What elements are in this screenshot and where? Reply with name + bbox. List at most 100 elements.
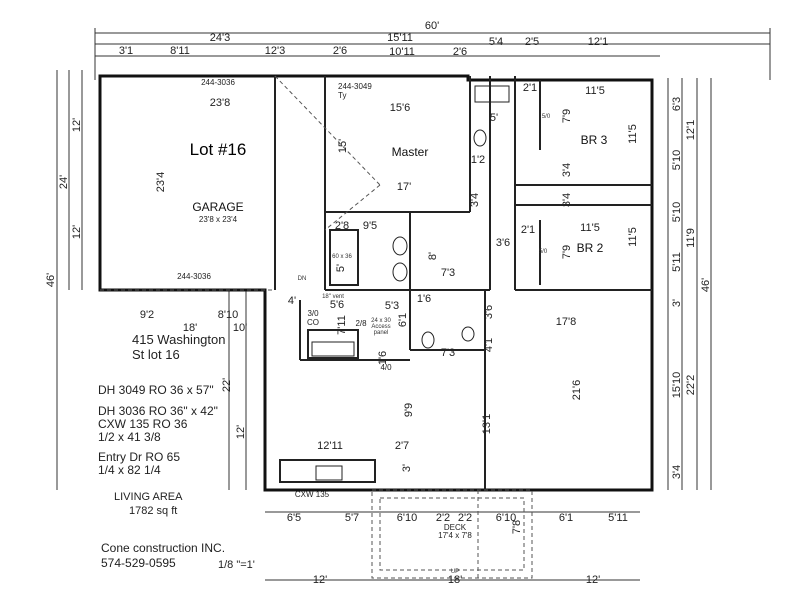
br2-width: 11'5 — [580, 222, 600, 234]
dim-top-4: 2'5 — [525, 36, 539, 48]
deck-outline — [371, 489, 533, 579]
bath-v2: 7'3 — [441, 267, 455, 279]
schedule-item: DH 3036 RO 36" x 42" — [98, 404, 218, 418]
br3-closet-w: 2'1 — [523, 82, 537, 94]
bath-dn: DN — [298, 276, 307, 282]
company-phone: 574-529-0595 — [101, 556, 176, 570]
deck-depth: 7'8 — [511, 520, 523, 534]
kitchen-width: 12'11 — [317, 440, 343, 452]
dim-left-a: 12' — [71, 118, 83, 132]
garage-depth: 23'4 — [155, 172, 167, 192]
main-k2: 13'1 — [481, 414, 493, 434]
main-depth: 21'6 — [571, 380, 583, 400]
util-h: 7'11 — [336, 315, 348, 335]
living-area-value: 1782 sq ft — [129, 505, 178, 517]
dim-right-10: 3'4 — [671, 465, 683, 479]
master-closet: 8' — [427, 252, 439, 260]
br2-c3: 3'4 — [561, 193, 573, 207]
dim-bottom-row2-1: 12' — [313, 574, 327, 586]
util-d: 1'6 — [417, 293, 431, 305]
kitchen-k3: 2'7 — [395, 440, 409, 452]
dim-row3-2: 8'11 — [170, 45, 190, 57]
br3-closet: 5/0 — [542, 114, 551, 120]
main-cxw: CXW 135 — [295, 490, 330, 499]
kitchen-k4: 3' — [401, 464, 413, 472]
br3-c3: 3'4 — [561, 163, 573, 177]
bath-v3: 3'6 — [496, 237, 510, 249]
dim-right-5: 11'9 — [685, 228, 697, 248]
util-q: 7'3 — [441, 347, 455, 359]
dim-bottom-4: 2'2 — [436, 512, 450, 524]
dim-bottom-1: 6'5 — [287, 512, 301, 524]
address-line-1: 415 Washington — [132, 332, 226, 347]
dim-right-4: 5'10 — [671, 202, 683, 222]
dim-bottom-2: 5'7 — [345, 512, 359, 524]
dim-left-d: 12' — [235, 425, 247, 439]
util-k: 24 x 30 — [371, 318, 391, 324]
dim-left-c: 22' — [221, 378, 233, 392]
schedule-item: 1/4 x 82 1/4 — [98, 463, 161, 477]
util-o: 1'6 — [377, 351, 389, 365]
exterior-walls — [98, 74, 654, 492]
garage-size: 23'8 x 23'4 — [199, 215, 238, 224]
dim-right-8: 15'10 — [671, 372, 683, 399]
garage-front-4: 10' — [233, 322, 247, 334]
util-i: 2/8 — [355, 319, 367, 328]
dim-bottom-6: 6'10 — [496, 512, 516, 524]
garage-front-3: 18' — [183, 322, 197, 334]
master-width: 15'6 — [390, 102, 410, 114]
util-m: panel — [374, 330, 389, 336]
deck-size: 17'4 x 7'8 — [438, 531, 472, 540]
util-a: 4' — [288, 295, 296, 307]
dim-overall-width: 60' — [425, 20, 439, 32]
dim-bottom-row2-3: 12' — [586, 574, 600, 586]
master-depth: 15' — [337, 139, 349, 153]
dim-bottom-3: 6'10 — [397, 512, 417, 524]
master-window-2: Ty — [338, 91, 346, 100]
dim-right-3: 5'10 — [671, 150, 683, 170]
dim-bottom-7: 6'1 — [559, 512, 573, 524]
address-line-2: St lot 16 — [132, 347, 180, 362]
dim-top-3: 5'4 — [489, 36, 503, 48]
schedule-item: DH 3049 RO 36 x 57" — [98, 383, 214, 397]
deck-up: UP — [451, 569, 459, 575]
dim-row3-3: 12'3 — [265, 45, 285, 57]
dim-row3-5: 10'11 — [389, 46, 415, 58]
dim-right-6: 5'11 — [671, 252, 683, 272]
schedule-item: Entry Dr RO 65 — [98, 450, 181, 464]
br2-closet-w: 2'1 — [521, 224, 535, 236]
util-g: CO — [307, 318, 319, 327]
br2-depth: 11'5 — [627, 227, 639, 247]
dim-right-1: 6'3 — [671, 97, 683, 111]
dim-top-2: 15'11 — [387, 32, 413, 44]
util-j: 6'1 — [397, 313, 409, 327]
br3-depth: 11'5 — [627, 124, 639, 144]
lot-label: Lot #16 — [190, 140, 247, 159]
dim-bottom-5: 2'2 — [458, 512, 472, 524]
company-name: Cone construction INC. — [101, 541, 226, 555]
garage-front-2: 8'10 — [218, 309, 238, 321]
util-b: 5'6 — [330, 299, 344, 311]
main-width: 17'8 — [556, 316, 576, 328]
master-label: Master — [392, 145, 429, 159]
garage-window-bottom: 244-3036 — [177, 272, 211, 281]
dim-right-overall: 46' — [700, 278, 712, 292]
living-area-label: LIVING AREA — [114, 491, 183, 503]
util-c: 5'3 — [385, 300, 399, 312]
garage-front-1: 9'2 — [140, 309, 154, 321]
br2-closet-d: 7'9 — [561, 245, 573, 259]
garage-label: GARAGE — [192, 200, 243, 214]
dim-bottom-row2-2: 18' — [448, 574, 462, 586]
br3-closet-d: 7'9 — [561, 109, 573, 123]
bath-w2: 2'8 — [335, 220, 349, 232]
br3-width: 11'5 — [585, 85, 605, 97]
dim-left-garage: 24' — [58, 175, 70, 189]
main-k1: 9'9 — [403, 403, 415, 417]
hall-bath-c: 3'4 — [469, 193, 481, 207]
deck-label: DECK — [444, 523, 467, 532]
master-window: 244-3049 — [338, 82, 372, 91]
dim-right-2: 12'1 — [685, 120, 697, 140]
scale-note: 1/8 "=1' — [218, 559, 255, 571]
schedule-item: CXW 135 RO 36 — [98, 417, 188, 431]
